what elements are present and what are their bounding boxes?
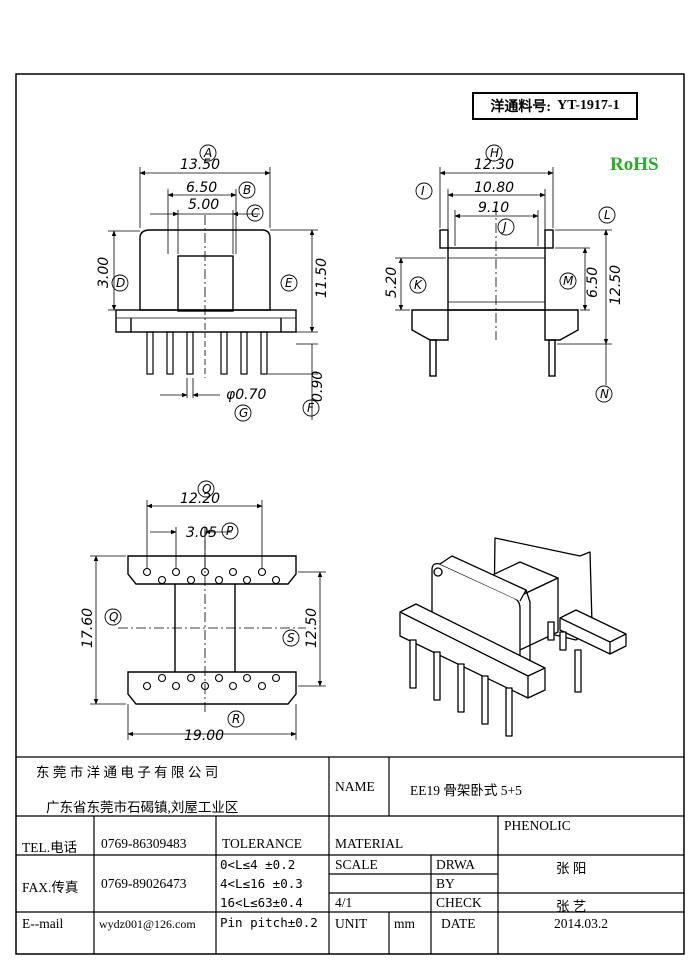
dim-a: 13.50	[180, 157, 220, 173]
dim-i: 10.80	[474, 180, 514, 196]
dim-l: 12.50	[608, 265, 624, 305]
part-number-value: YT-1917-1	[557, 98, 620, 113]
dim-m: 6.50	[585, 267, 601, 298]
callout-s: S	[287, 631, 295, 645]
tel-label: TEL.电话	[22, 840, 78, 855]
dim-j: 9.10	[478, 200, 509, 216]
tel-value: 0769-86309483	[101, 836, 187, 851]
unit-value: mm	[394, 916, 416, 931]
callout-b: B	[243, 183, 251, 197]
name-label: NAME	[335, 779, 375, 794]
callout-k: K	[414, 278, 423, 292]
dim-k: 5.20	[384, 267, 400, 298]
dim-h: 12.30	[474, 157, 514, 173]
callout-o: O	[202, 482, 211, 496]
callout-h: H	[490, 146, 499, 160]
tolerance-row-4: Pin pitch±0.2	[220, 915, 318, 930]
front-view-dim-text: 13.50 6.50 5.00 3.00 11.50 0.90 φ0.70	[96, 157, 330, 403]
callout-n: N	[600, 387, 609, 401]
company-name: 东 莞 市 洋 通 电 子 有 限 公 司	[36, 765, 219, 780]
rohs-mark: RoHS	[610, 154, 659, 175]
side-view-callouts	[409, 144, 616, 403]
tolerance-row-1: 0<L≤4 ±0.2	[220, 857, 296, 872]
sheet-frame	[15, 73, 685, 955]
side-view	[411, 205, 579, 377]
callout-c: C	[251, 206, 260, 220]
part-number-box: 洋通料号: YT-1917-1	[472, 92, 638, 120]
dim-s: 12.50	[304, 608, 320, 648]
name-value: EE19 骨架卧式 5+5	[410, 783, 522, 798]
callout-j: J	[501, 220, 507, 234]
dim-e: 11.50	[314, 258, 330, 298]
front-view-dimensions	[108, 167, 318, 420]
callout-q: Q	[109, 610, 118, 624]
dim-d: 3.00	[96, 257, 112, 288]
check-label: CHECK	[436, 895, 482, 910]
fax-value: 0769-89026473	[101, 876, 187, 891]
dim-p: 3.05	[186, 525, 217, 541]
drawn-value: 张 阳	[556, 861, 587, 876]
side-view-dimensions	[395, 167, 612, 385]
dim-r: 19.00	[184, 728, 224, 744]
callout-g: G	[239, 406, 248, 420]
material-value: PHENOLIC	[504, 818, 571, 833]
email-value: wydz001@126.com	[99, 917, 196, 931]
callout-e: E	[285, 276, 293, 290]
dim-f: 0.90	[310, 371, 326, 402]
dim-g: φ0.70	[226, 387, 267, 403]
callout-a: A	[203, 146, 212, 160]
dim-q: 17.60	[80, 608, 96, 648]
callout-m: M	[563, 274, 574, 288]
date-label: DATE	[441, 916, 476, 931]
dim-o: 12.20	[180, 491, 220, 507]
side-view-dim-text: 12.30 10.80 9.10 5.20 6.50 12.50	[384, 157, 624, 305]
tolerance-label: TOLERANCE	[222, 836, 302, 851]
date-value: 2014.03.2	[554, 916, 608, 931]
callout-l: L	[604, 208, 611, 222]
unit-label: UNIT	[335, 916, 368, 931]
material-label: MATERIAL	[335, 836, 404, 851]
scale-label: SCALE	[335, 857, 378, 872]
tolerance-row-2: 4<L≤16 ±0.3	[220, 876, 303, 891]
front-view-callouts	[111, 144, 320, 422]
tolerance-row-3: 16<L≤63±0.4	[220, 895, 303, 910]
dim-b: 6.50	[186, 180, 217, 196]
isometric-view	[399, 537, 627, 737]
callout-i: I	[421, 184, 425, 198]
bottom-view	[118, 540, 306, 715]
part-number-label: 洋通料号:	[490, 100, 552, 115]
email-label: E--mail	[22, 916, 64, 931]
callout-r: R	[232, 712, 240, 726]
callout-f: F	[307, 401, 315, 415]
callout-d: D	[116, 276, 125, 290]
front-view	[115, 215, 297, 378]
company-address: 广东省东莞市石碣镇,刘屋工业区	[46, 800, 239, 815]
bottom-view-dimensions	[90, 500, 326, 740]
bottom-view-dim-text: 12.20 3.05 17.60 12.50 19.00	[80, 491, 320, 744]
drawn-label: DRWA	[436, 857, 476, 872]
callout-p: P	[226, 524, 234, 538]
dim-c: 5.00	[188, 197, 219, 213]
fax-label: FAX.传真	[22, 880, 79, 895]
check-value: 张 艺	[556, 899, 587, 914]
drawn-label-2: BY	[436, 876, 455, 891]
bottom-view-callouts	[104, 480, 300, 728]
scale-value: 4/1	[335, 895, 353, 910]
